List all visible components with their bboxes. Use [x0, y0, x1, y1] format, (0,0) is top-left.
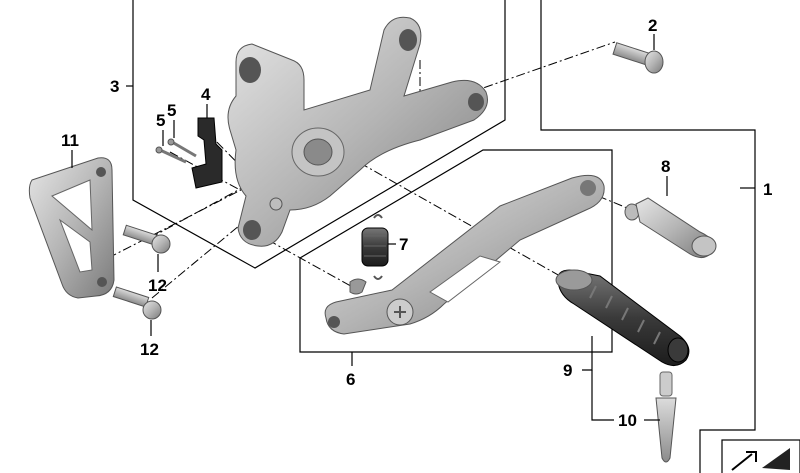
- part-3-bracket: [227, 16, 488, 247]
- part-12-bolt-upper: [122, 224, 171, 254]
- callout-4: 4: [201, 85, 211, 104]
- callout-12-lower: 12: [140, 340, 159, 359]
- part-8-pin: [624, 197, 717, 258]
- part-12-bolt-lower: [112, 286, 162, 320]
- part-6-lever: [324, 174, 605, 335]
- part-7-spring: [361, 214, 389, 280]
- callout-5-right: 5: [167, 101, 176, 120]
- group-frame-6: [299, 149, 613, 353]
- part-5-screws: [155, 138, 197, 164]
- callout-1: 1: [763, 180, 772, 199]
- callout-10: 10: [618, 411, 637, 430]
- callout-6: 6: [346, 370, 355, 389]
- callout-3: 3: [110, 77, 119, 96]
- part-9-footpeg: [555, 269, 690, 366]
- callout-12-upper: 12: [148, 276, 167, 295]
- part-10-pin: [655, 371, 677, 463]
- callout-5-left: 5: [156, 111, 165, 130]
- part-11-heel-plate: [28, 157, 115, 299]
- callout-9: 9: [563, 361, 572, 380]
- callout-11: 11: [61, 131, 79, 150]
- part-4-clip: [191, 117, 223, 189]
- callout-7: 7: [399, 235, 408, 254]
- callout-8: 8: [661, 157, 670, 176]
- leader-lines: [71, 34, 755, 421]
- part-2-bolt: [612, 42, 664, 74]
- callout-labels: 1 2 3 4 5 5 6 7 8 9 10 11 12 12: [61, 16, 772, 430]
- group-frame-1: [540, 0, 756, 473]
- corner-arrow-icon: [731, 448, 790, 471]
- callout-2: 2: [648, 16, 657, 35]
